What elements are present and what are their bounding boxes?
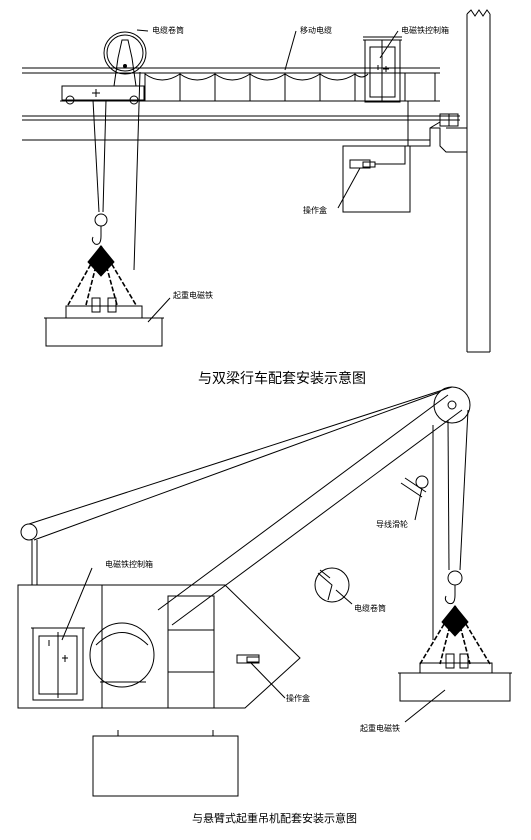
label-operation-box-2: 操作盒 <box>286 693 310 703</box>
boom-stay <box>28 386 453 525</box>
caption-jib-crane: 与悬臂式起重吊机配套安装示意图 <box>192 811 357 825</box>
hoist-rope <box>459 409 469 571</box>
label-guide-pulley: 导线滑轮 <box>376 519 408 529</box>
lifting-magnet-1 <box>44 245 164 347</box>
label-lifting-magnet-2: 起重电磁铁 <box>360 723 400 733</box>
boom-stay <box>33 391 441 541</box>
machine-house <box>17 584 301 709</box>
hoist-hook-1 <box>91 71 141 271</box>
bridge-girder <box>22 67 460 141</box>
label-magnet-control-cabinet-2: 电磁铁控制箱 <box>105 559 153 569</box>
cable-reel-1 <box>103 31 147 87</box>
leader-line <box>284 30 297 71</box>
operator-cab <box>342 145 411 213</box>
leader-line <box>379 30 399 59</box>
leader-line <box>337 167 361 209</box>
hoist-rope <box>447 419 450 571</box>
label-mobile-cable: 移动电缆 <box>300 25 332 35</box>
label-cable-reel-2: 电缆卷筒 <box>354 603 386 613</box>
leader-line <box>249 661 286 699</box>
pedestal-base <box>92 735 239 797</box>
magnet-control-cabinet-2 <box>31 627 85 701</box>
leader-line <box>147 297 171 323</box>
label-operation-box-1: 操作盒 <box>303 205 327 215</box>
leader-line <box>136 29 149 32</box>
leader-line <box>414 487 423 521</box>
label-cable-reel-1: 电缆卷筒 <box>152 25 184 35</box>
cable-reel-2 <box>314 567 350 603</box>
leader-line <box>335 589 353 605</box>
lifting-magnet-2 <box>398 605 512 702</box>
operation-box-2 <box>236 654 260 664</box>
hoist-hook-2 <box>444 570 463 605</box>
label-lifting-magnet-1: 起重电磁铁 <box>173 290 213 300</box>
guide-pulley <box>400 475 429 498</box>
trolley <box>61 85 145 105</box>
caption-overhead-crane: 与双梁行车配套安装示意图 <box>198 370 366 387</box>
jib-crane-diagram: 电磁铁控制箱 导线滑轮 电缆卷筒 操作盒 起重电磁铁 与悬臂式起重吊机配套安装示… <box>17 386 512 825</box>
building-column <box>430 9 491 353</box>
mast <box>20 523 38 585</box>
mobile-cable-festoon <box>144 73 369 81</box>
magnet-control-cabinet-1 <box>363 36 402 103</box>
label-magnet-control-cabinet-1: 电磁铁控制箱 <box>401 25 449 35</box>
overhead-crane-diagram: 电缆卷筒 移动电缆 电磁铁控制箱 操作盒 起重电磁铁 与双梁行车配套安装示意图 <box>22 9 491 387</box>
leader-line <box>61 567 93 641</box>
control-cable <box>407 101 441 147</box>
boom <box>157 386 471 626</box>
leader-line <box>404 689 446 723</box>
